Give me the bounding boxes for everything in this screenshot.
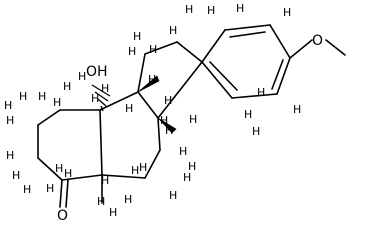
hydrogen-label: H bbox=[91, 92, 99, 105]
bond bbox=[157, 117, 161, 151]
carbonyl-oxygen-label: O bbox=[57, 208, 68, 224]
hydrogen-label: H bbox=[133, 30, 141, 43]
bond bbox=[137, 53, 146, 93]
hydrogen-label: H bbox=[101, 82, 109, 95]
hydrogen-label: H bbox=[293, 103, 301, 116]
hydrogen-label: H bbox=[164, 94, 172, 107]
hydrogen-label: H bbox=[283, 6, 291, 19]
bond bbox=[144, 149, 161, 179]
bond bbox=[61, 174, 103, 181]
hydrogen-label: H bbox=[6, 149, 14, 162]
bond bbox=[99, 109, 103, 176]
hydrogen-label: H bbox=[149, 43, 157, 56]
hydrogen-label: H bbox=[252, 125, 260, 138]
wedge-bond bbox=[137, 75, 160, 93]
skeleton-bonds bbox=[37, 24, 346, 208]
hydrogen-label: H bbox=[160, 114, 168, 127]
hydrogen-label: H bbox=[64, 167, 72, 180]
bond bbox=[276, 57, 291, 95]
bond bbox=[229, 31, 266, 38]
hydrogen-label: H bbox=[109, 206, 117, 219]
hydrogen-label: H bbox=[169, 24, 177, 37]
hydrogen-label: H bbox=[188, 160, 196, 173]
bond bbox=[101, 174, 146, 179]
hydrogen-label: H bbox=[128, 45, 136, 58]
wedge-bond bbox=[157, 117, 177, 134]
hydrogen-label: H bbox=[236, 2, 244, 15]
bond bbox=[176, 41, 203, 63]
bond bbox=[201, 61, 233, 99]
bond bbox=[231, 93, 278, 99]
bond bbox=[201, 29, 226, 63]
bond bbox=[269, 24, 291, 59]
hydrogen-label: H bbox=[46, 182, 54, 195]
hydroxyl-label: OH bbox=[86, 64, 108, 80]
hydrogen-label: H bbox=[131, 164, 139, 177]
hydrogen-label: H bbox=[183, 171, 191, 184]
bond bbox=[271, 59, 284, 90]
bond bbox=[37, 157, 63, 181]
bond bbox=[99, 91, 139, 111]
hydrogen-label: H bbox=[139, 161, 147, 174]
bond bbox=[289, 39, 313, 59]
hydrogen-label: H bbox=[179, 145, 187, 158]
hydrogen-label: H bbox=[97, 195, 105, 208]
hydrogen-label: H bbox=[6, 114, 14, 127]
methoxy-oxygen-label: O bbox=[312, 33, 323, 49]
hydrogen-label: H bbox=[23, 183, 31, 196]
hydrogen-label: H bbox=[185, 3, 193, 16]
hydrogen-label: H bbox=[55, 162, 63, 175]
hydrogen-label: H bbox=[165, 124, 173, 137]
bond bbox=[137, 91, 159, 119]
bond bbox=[144, 41, 178, 55]
bond bbox=[209, 61, 238, 91]
hydrogen-label: H bbox=[125, 102, 133, 115]
hydrogen-label: H bbox=[19, 90, 27, 103]
hydrogen-label: H bbox=[189, 113, 197, 126]
bond bbox=[224, 24, 271, 31]
hydrogen-label: H bbox=[169, 189, 177, 202]
hydrogen-label: H bbox=[53, 96, 61, 109]
bond bbox=[325, 39, 346, 56]
hydrogen-label: H bbox=[124, 193, 132, 206]
hydrogen-label: H bbox=[12, 169, 20, 182]
hydrogen-label: H bbox=[244, 108, 252, 121]
hashed-bond-oh bbox=[91, 84, 111, 112]
hydrogen-label: H bbox=[101, 174, 109, 187]
hydrogen-label: H bbox=[257, 86, 265, 99]
bond bbox=[65, 179, 69, 208]
hydrogen-label: H bbox=[148, 73, 156, 86]
hydrogen-label: H bbox=[38, 90, 46, 103]
bond bbox=[59, 179, 63, 208]
hydrogen-label: H bbox=[207, 4, 215, 17]
hydrogen-label: H bbox=[4, 99, 12, 112]
bond bbox=[157, 61, 203, 119]
hydrogen-label: H bbox=[78, 70, 86, 83]
bond bbox=[37, 109, 61, 126]
hydrogen-label: H bbox=[63, 80, 71, 93]
